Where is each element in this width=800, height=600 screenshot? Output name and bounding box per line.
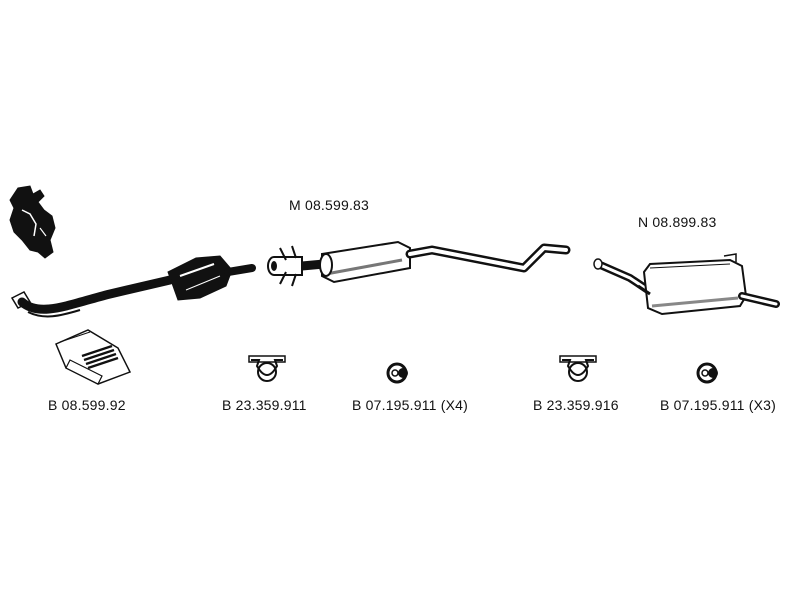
- part-label-5: B 07.195.911 (X3): [660, 397, 776, 413]
- part-label-1: B 08.599.92: [48, 397, 126, 413]
- rear-silencer: [593, 253, 780, 316]
- front-pipe-catalytic-converter: [10, 255, 256, 318]
- part-label-3: B 07.195.911 (X4): [352, 397, 468, 413]
- part-label-2: B 23.359.911: [222, 397, 307, 413]
- heat-shield-icon: [9, 185, 56, 259]
- rubber-hanger-ring-icon: [696, 362, 718, 384]
- part-label-4: B 23.359.916: [533, 397, 619, 413]
- rear-silencer-label: N 08.899.83: [638, 214, 717, 230]
- rubber-hanger-ring-icon: [386, 362, 408, 384]
- middle-silencer: [267, 240, 571, 287]
- pipe-clamp-icon: [559, 355, 597, 382]
- middle-silencer-label: M 08.599.83: [289, 197, 370, 213]
- mounting-kit-box-icon: [55, 329, 132, 385]
- pipe-clamp-icon: [248, 355, 286, 382]
